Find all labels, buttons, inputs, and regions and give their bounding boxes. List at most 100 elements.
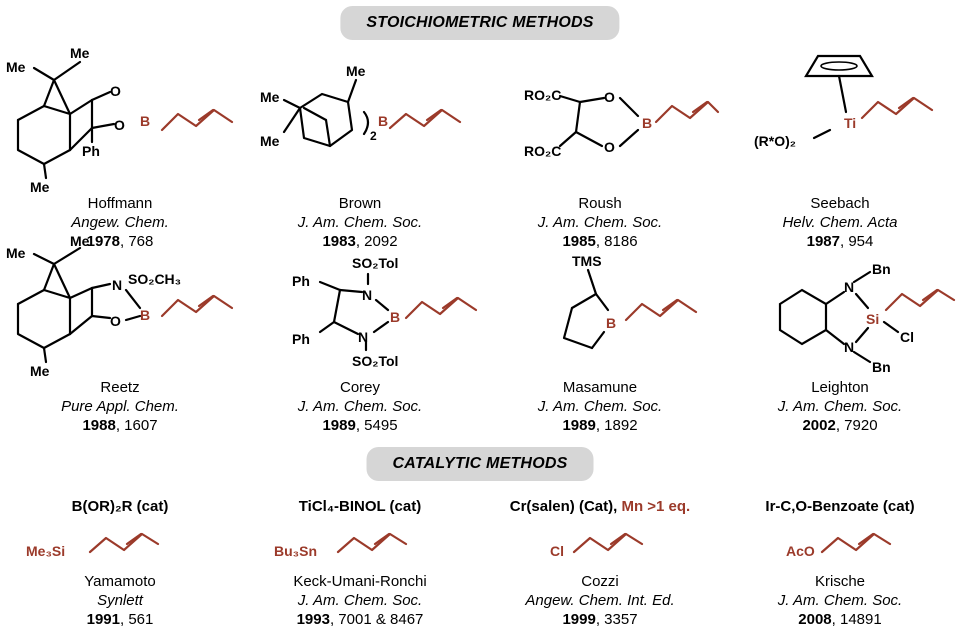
- roush-year: 1985: [562, 233, 596, 250]
- svg-text:O: O: [110, 83, 121, 99]
- masamune-name: Masamune: [562, 379, 638, 396]
- svg-text:Me: Me: [70, 45, 90, 61]
- reetz-name: Reetz: [100, 379, 140, 396]
- svg-text:Bu₃Sn: Bu₃Sn: [274, 543, 317, 559]
- catalytic-methods-header: CATALYTIC METHODS: [366, 447, 594, 481]
- svg-text:TMS: TMS: [572, 253, 602, 269]
- seebach-structure: Ti (R*O)₂: [754, 54, 934, 149]
- yamamoto-name: Yamamoto: [84, 573, 156, 590]
- seebach-year: 1987: [806, 233, 840, 250]
- corey-name: Corey: [339, 379, 380, 396]
- masamune-structure: TMS B: [562, 253, 698, 350]
- brown-structure: Me Me Me 2 B: [260, 63, 462, 149]
- cozzi-name: Cozzi: [581, 573, 619, 590]
- corey-year: 1989: [322, 417, 356, 434]
- svg-text:2: 2: [370, 129, 377, 143]
- cozzi-journal: Angew. Chem. Int. Ed.: [525, 592, 675, 609]
- roush-page: , 8186: [595, 233, 638, 250]
- svg-text:Bn: Bn: [872, 359, 891, 375]
- yamamoto-page: , 561: [120, 611, 154, 628]
- reetz-year: 1988: [82, 417, 116, 434]
- krische-catalyst: Ir-C,O-Benzoate (cat): [765, 498, 915, 515]
- svg-text:Me: Me: [6, 59, 26, 75]
- masamune-entry: TMS B Masamune J. Am. Chem. Soc. 1989, 1…: [480, 238, 720, 435]
- svg-text:B: B: [642, 115, 652, 131]
- yamamoto-year: 1991: [86, 611, 120, 628]
- brown-entry: Me Me Me 2 B Brown J. Am. Chem. Soc. 198…: [240, 42, 480, 251]
- svg-text:AcO: AcO: [786, 543, 815, 559]
- svg-text:RO₂C: RO₂C: [524, 143, 561, 159]
- hoffmann-entry: Me Me Me Ph O O B Hoffmann Angew. Chem. …: [0, 42, 240, 251]
- roush-entry: RO₂C RO₂C O O B Roush J. Am. Chem. Soc. …: [480, 42, 720, 251]
- hoffmann-page: , 768: [120, 233, 154, 250]
- reetz-page: , 1607: [115, 417, 158, 434]
- svg-text:N: N: [362, 287, 372, 303]
- yamamoto-catalyst: B(OR)₂R (cat): [71, 498, 169, 515]
- reetz-entry: Me Me Me N SO₂CH₃ O B Reetz Pure Appl. C…: [0, 233, 240, 435]
- cozzi-year: 1999: [562, 611, 596, 628]
- svg-text:(R*O)₂: (R*O)₂: [754, 133, 796, 149]
- krische-journal: J. Am. Chem. Soc.: [777, 592, 903, 609]
- svg-text:Ti: Ti: [844, 115, 856, 131]
- yamamoto-entry: B(OR)₂R (cat) Me₃Si Yamamoto Synlett 199…: [0, 498, 240, 629]
- leighton-entry: N N Bn Bn Si Cl Leighton J. Am. Chem. So…: [720, 238, 960, 435]
- svg-text:SO₂CH₃: SO₂CH₃: [128, 271, 181, 287]
- svg-text:B: B: [606, 315, 616, 331]
- keck-name: Keck-Umani-Ronchi: [293, 573, 427, 590]
- svg-text:Me: Me: [260, 89, 280, 105]
- hoffmann-structure: Me Me Me Ph O O B: [6, 45, 234, 195]
- masamune-year: 1989: [562, 417, 596, 434]
- svg-text:O: O: [114, 117, 125, 133]
- krische-structure: AcO: [786, 532, 892, 559]
- svg-text:Me: Me: [346, 63, 366, 79]
- keck-year: 1993: [296, 611, 330, 628]
- masamune-page: , 1892: [595, 417, 638, 434]
- keck-page: , 7001 & 8467: [329, 611, 424, 628]
- svg-text:Me₃Si: Me₃Si: [26, 543, 65, 559]
- reetz-journal: Pure Appl. Chem.: [61, 398, 179, 415]
- svg-text:O: O: [604, 89, 615, 105]
- yamamoto-structure: Me₃Si: [26, 532, 160, 559]
- cozzi-page: , 3357: [595, 611, 638, 628]
- krische-page: , 14891: [831, 611, 882, 628]
- brown-name: Brown: [338, 195, 382, 212]
- krische-name: Krische: [814, 573, 866, 590]
- svg-text:Ph: Ph: [82, 143, 100, 159]
- roush-journal: J. Am. Chem. Soc.: [537, 214, 663, 231]
- krische-entry: Ir-C,O-Benzoate (cat) AcO Krische J. Am.…: [720, 498, 960, 629]
- leighton-year: 2002: [802, 417, 836, 434]
- corey-structure: Ph Ph N N SO₂Tol SO₂Tol B: [292, 255, 478, 369]
- seebach-journal: Helv. Chem. Acta: [782, 214, 898, 231]
- brown-page: , 2092: [355, 233, 398, 250]
- masamune-journal: J. Am. Chem. Soc.: [537, 398, 663, 415]
- yamamoto-journal: Synlett: [97, 592, 143, 609]
- hoffmann-journal: Angew. Chem.: [71, 214, 169, 231]
- seebach-page: , 954: [840, 233, 874, 250]
- svg-text:B: B: [140, 307, 150, 323]
- hoffmann-year: 1978: [86, 233, 120, 250]
- reetz-structure: Me Me Me N SO₂CH₃ O B: [6, 233, 234, 379]
- stoichiometric-methods-header: STOICHIOMETRIC METHODS: [340, 6, 620, 40]
- corey-journal: J. Am. Chem. Soc.: [297, 398, 423, 415]
- svg-text:SO₂Tol: SO₂Tol: [352, 255, 398, 271]
- roush-structure: RO₂C RO₂C O O B: [524, 87, 720, 159]
- svg-text:N: N: [844, 279, 854, 295]
- svg-text:Cl: Cl: [550, 543, 564, 559]
- svg-text:O: O: [110, 313, 121, 329]
- leighton-page: , 7920: [835, 417, 878, 434]
- svg-text:Me: Me: [30, 179, 50, 195]
- svg-text:N: N: [358, 329, 368, 345]
- svg-text:B: B: [378, 113, 388, 129]
- svg-text:Me: Me: [30, 363, 50, 379]
- cozzi-catalyst: Cr(salen) (Cat), Mn >1 eq.: [509, 498, 691, 515]
- krische-year: 2008: [798, 611, 832, 628]
- svg-text:SO₂Tol: SO₂Tol: [352, 353, 398, 369]
- roush-name: Roush: [578, 195, 622, 212]
- svg-text:Bn: Bn: [872, 261, 891, 277]
- svg-text:Si: Si: [866, 311, 879, 327]
- keck-entry: TiCl₄-BINOL (cat) Bu₃Sn Keck-Umani-Ronch…: [240, 498, 480, 629]
- svg-text:Me: Me: [6, 245, 26, 261]
- svg-text:Me: Me: [260, 133, 280, 149]
- leighton-journal: J. Am. Chem. Soc.: [777, 398, 903, 415]
- keck-catalyst: TiCl₄-BINOL (cat): [298, 498, 422, 515]
